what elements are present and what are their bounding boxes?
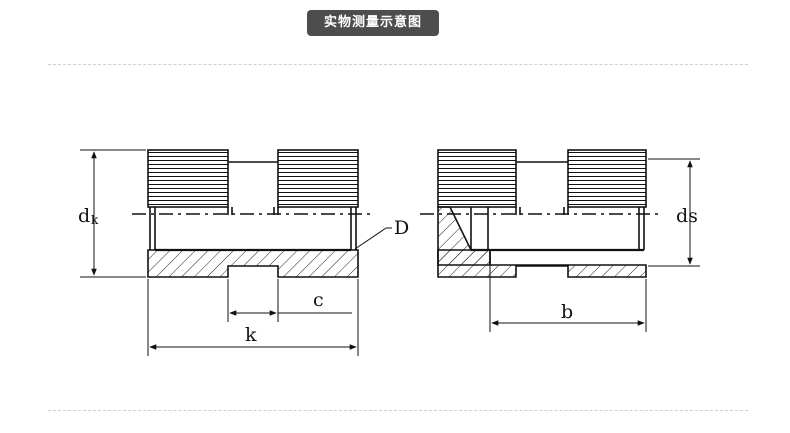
page-title: 实物测量示意图 — [307, 10, 439, 36]
right-knurl-block-2 — [567, 149, 647, 208]
dk-label: d — [78, 205, 90, 227]
b-label: b — [561, 301, 573, 323]
left-knurl-block-1 — [147, 149, 229, 208]
b-dimension — [489, 266, 647, 332]
left-knurl-block-2 — [277, 149, 359, 208]
right-section-hatch-bottom — [437, 249, 647, 278]
ds-dimension — [648, 158, 700, 267]
ds-label: ds — [676, 205, 698, 227]
c-label: c — [313, 289, 324, 311]
dk-dimension — [80, 149, 146, 278]
bottom-divider — [48, 410, 748, 411]
right-knurl-block-1 — [437, 149, 517, 208]
left-section-hatch — [147, 249, 359, 278]
dk-label-subscript: k — [91, 213, 99, 227]
top-divider — [48, 64, 748, 65]
k-dimension — [147, 279, 359, 356]
D-label: D — [394, 217, 409, 239]
D-leader-line — [354, 227, 387, 250]
k-label: k — [245, 324, 257, 346]
c-dimension — [227, 279, 352, 322]
